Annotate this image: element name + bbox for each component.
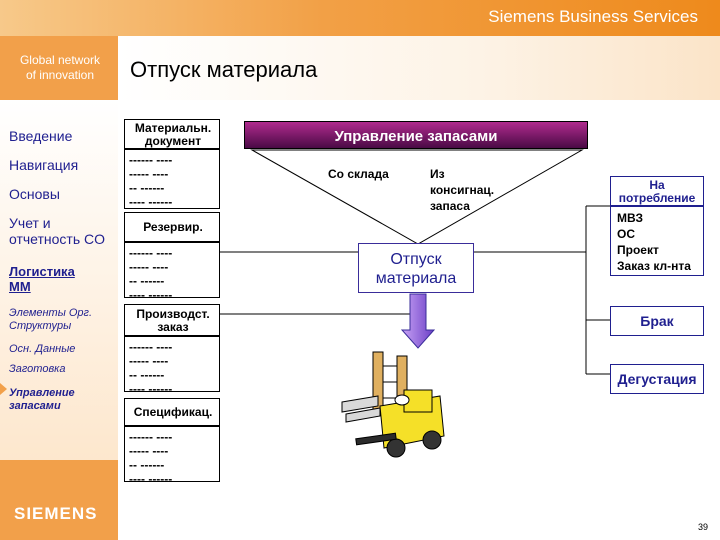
production-order-header: Производст. заказ [124, 304, 220, 336]
page-number: 39 [697, 522, 708, 532]
from-stock-label: Со склада [328, 167, 389, 181]
from-consignment-label: Из консигнац. запаса [430, 167, 495, 213]
brand-name: Siemens Business Services [488, 7, 698, 26]
title-band [118, 36, 720, 100]
down-arrow-icon [400, 293, 436, 349]
inventory-management-bar: Управление запасами [244, 121, 588, 149]
page-title: Отпуск материала [130, 57, 318, 82]
tasting-box: Дегустация [610, 364, 704, 394]
tagline: Global network of innovation [19, 53, 101, 82]
specification-header: Спецификац. [124, 398, 220, 426]
reservation-doc-body: ------ ---- ----- ---- -- ------ ---- --… [124, 242, 220, 302]
header-bar: Siemens Business Services [0, 0, 720, 36]
forklift-icon [341, 351, 445, 458]
production-order-body: ------ ---- ----- ---- -- ------ ---- --… [124, 336, 220, 396]
reservation-doc-header: Резервир. [124, 212, 220, 242]
sidebar-footer: SIEMENS [0, 460, 118, 540]
consumption-targets: МВЗ ОС Проект Заказ кл-нта [610, 206, 704, 276]
material-doc-header: Материальн. документ [124, 119, 220, 149]
current-item-marker [0, 383, 7, 395]
siemens-logo: SIEMENS [14, 504, 98, 523]
sidebar-item-basics[interactable]: Основы [9, 186, 60, 202]
sidebar-item-inventory[interactable]: Управление запасами [9, 387, 75, 412]
consumption-header: На потребление [610, 176, 704, 206]
material-doc-body: ------ ---- ----- ---- -- ------ ---- --… [124, 149, 220, 209]
sidebar-item-master-data[interactable]: Осн. Данные [9, 343, 76, 355]
sidebar-header: Global network of innovation [0, 36, 118, 100]
sidebar-item-intro[interactable]: Введение [9, 128, 73, 144]
sidebar-item-accounting[interactable]: Учет и отчетность CO [9, 215, 106, 247]
sidebar-item-org-structure[interactable]: Элементы Орг. Структуры [9, 307, 93, 332]
specification-body: ------ ---- ----- ---- -- ------ ---- --… [124, 426, 220, 486]
sidebar-item-procurement[interactable]: Заготовка [9, 363, 66, 375]
sidebar-item-navigation[interactable]: Навигация [9, 157, 79, 173]
inventory-funnel [250, 149, 584, 245]
scrap-box: Брак [610, 306, 704, 336]
sidebar-item-logistics[interactable]: Логистика MM [9, 264, 75, 294]
sidebar-body [0, 100, 118, 460]
sidebar: Global network of innovation SIEMENS [0, 36, 118, 540]
goods-issue-box: Отпуск материала [358, 243, 474, 293]
